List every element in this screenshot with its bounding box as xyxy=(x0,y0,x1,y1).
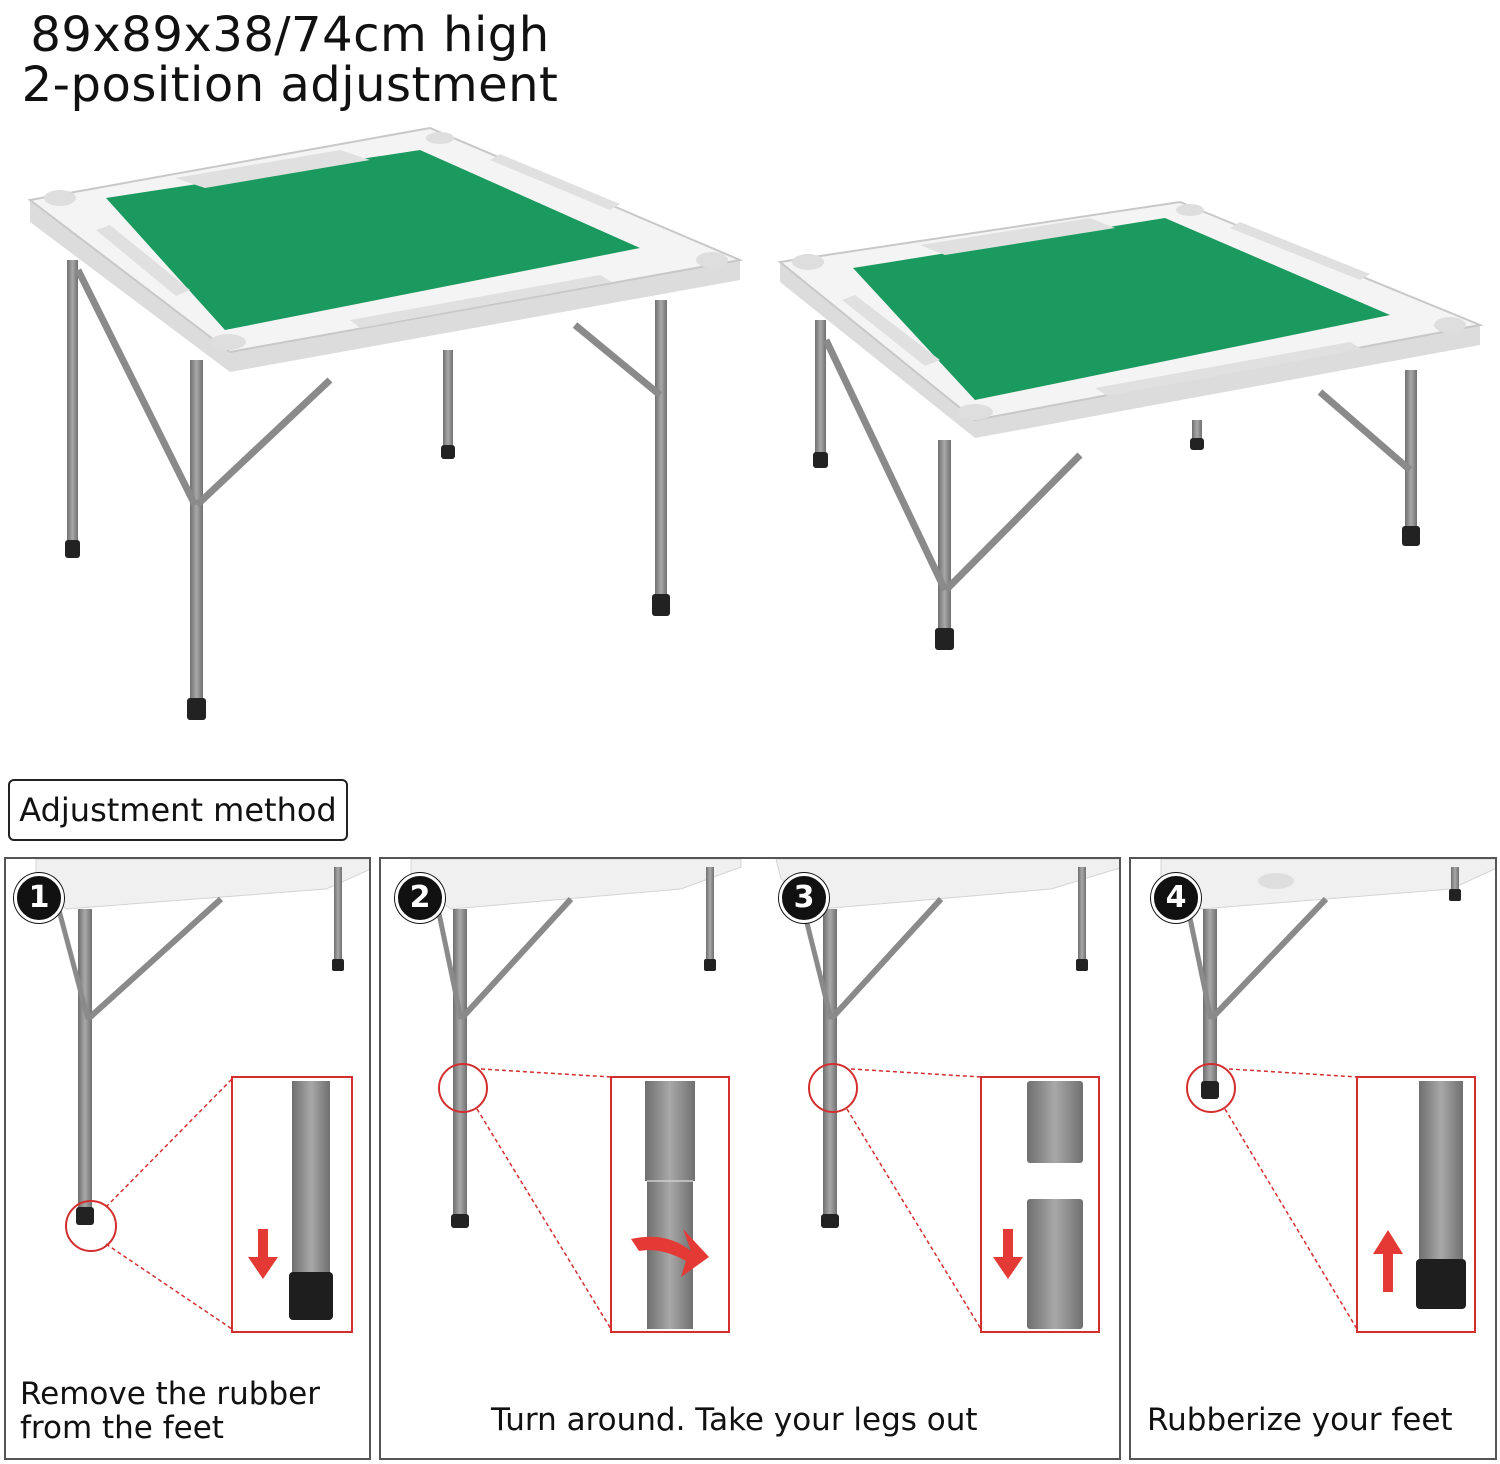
step-4-panel: 4 Rubberize your feet xyxy=(1129,857,1497,1460)
green-felt-surface xyxy=(106,150,640,330)
step-3-badge: 3 xyxy=(779,873,829,923)
step-1-caption-line2: from the feet xyxy=(20,1410,224,1446)
step-2-3-panel: 2 3 Turn around. Take your legs out xyxy=(379,857,1121,1460)
height-spec-title: 89x89x38/74cm high xyxy=(30,7,550,63)
low-table xyxy=(777,200,1484,650)
adjustment-method-label: Adjustment method xyxy=(8,779,348,841)
down-arrow-icon xyxy=(248,1229,278,1279)
up-arrow-icon xyxy=(1373,1230,1403,1292)
step-2-badge: 2 xyxy=(395,873,445,923)
tall-table xyxy=(27,126,744,720)
step-1-caption-line1: Remove the rubber xyxy=(20,1376,320,1412)
step-2-3-caption: Turn around. Take your legs out xyxy=(491,1402,978,1438)
adjustment-spec-subtitle: 2-position adjustment xyxy=(21,57,559,113)
down-arrow-icon xyxy=(993,1229,1023,1279)
step-4-caption: Rubberize your feet xyxy=(1147,1402,1453,1438)
step-1-panel: 1 Remove the rubber from the feet xyxy=(4,857,371,1460)
curved-arrow-icon xyxy=(631,1229,709,1277)
step-1-badge: 1 xyxy=(14,873,64,923)
step-4-badge: 4 xyxy=(1151,873,1201,923)
table-illustrations xyxy=(27,126,1484,720)
